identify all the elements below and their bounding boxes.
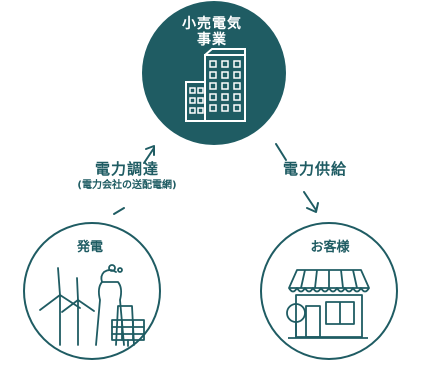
procurement-sub-label: (電力会社の送配電網) <box>77 180 177 191</box>
power-plant-icon <box>39 264 145 347</box>
generation-circle <box>23 222 161 360</box>
procurement-label: 電力調達 <box>94 160 159 178</box>
supply-arrow <box>275 143 319 213</box>
retailer-title-line2: 事業 <box>197 32 227 49</box>
supply-label: 電力供給 <box>282 160 347 178</box>
retailer-title: 小売電気 事業 <box>164 16 260 48</box>
building-windows <box>189 60 241 114</box>
buildings-icon <box>185 48 246 122</box>
retailer-title-line1: 小売電気 <box>182 16 242 32</box>
generation-label: 発電 <box>76 240 103 255</box>
procurement-arrow <box>113 145 155 215</box>
shop-icon <box>286 269 370 339</box>
retailer-circle <box>142 1 286 145</box>
customer-label: お客様 <box>310 240 350 255</box>
customer-circle <box>260 222 398 360</box>
